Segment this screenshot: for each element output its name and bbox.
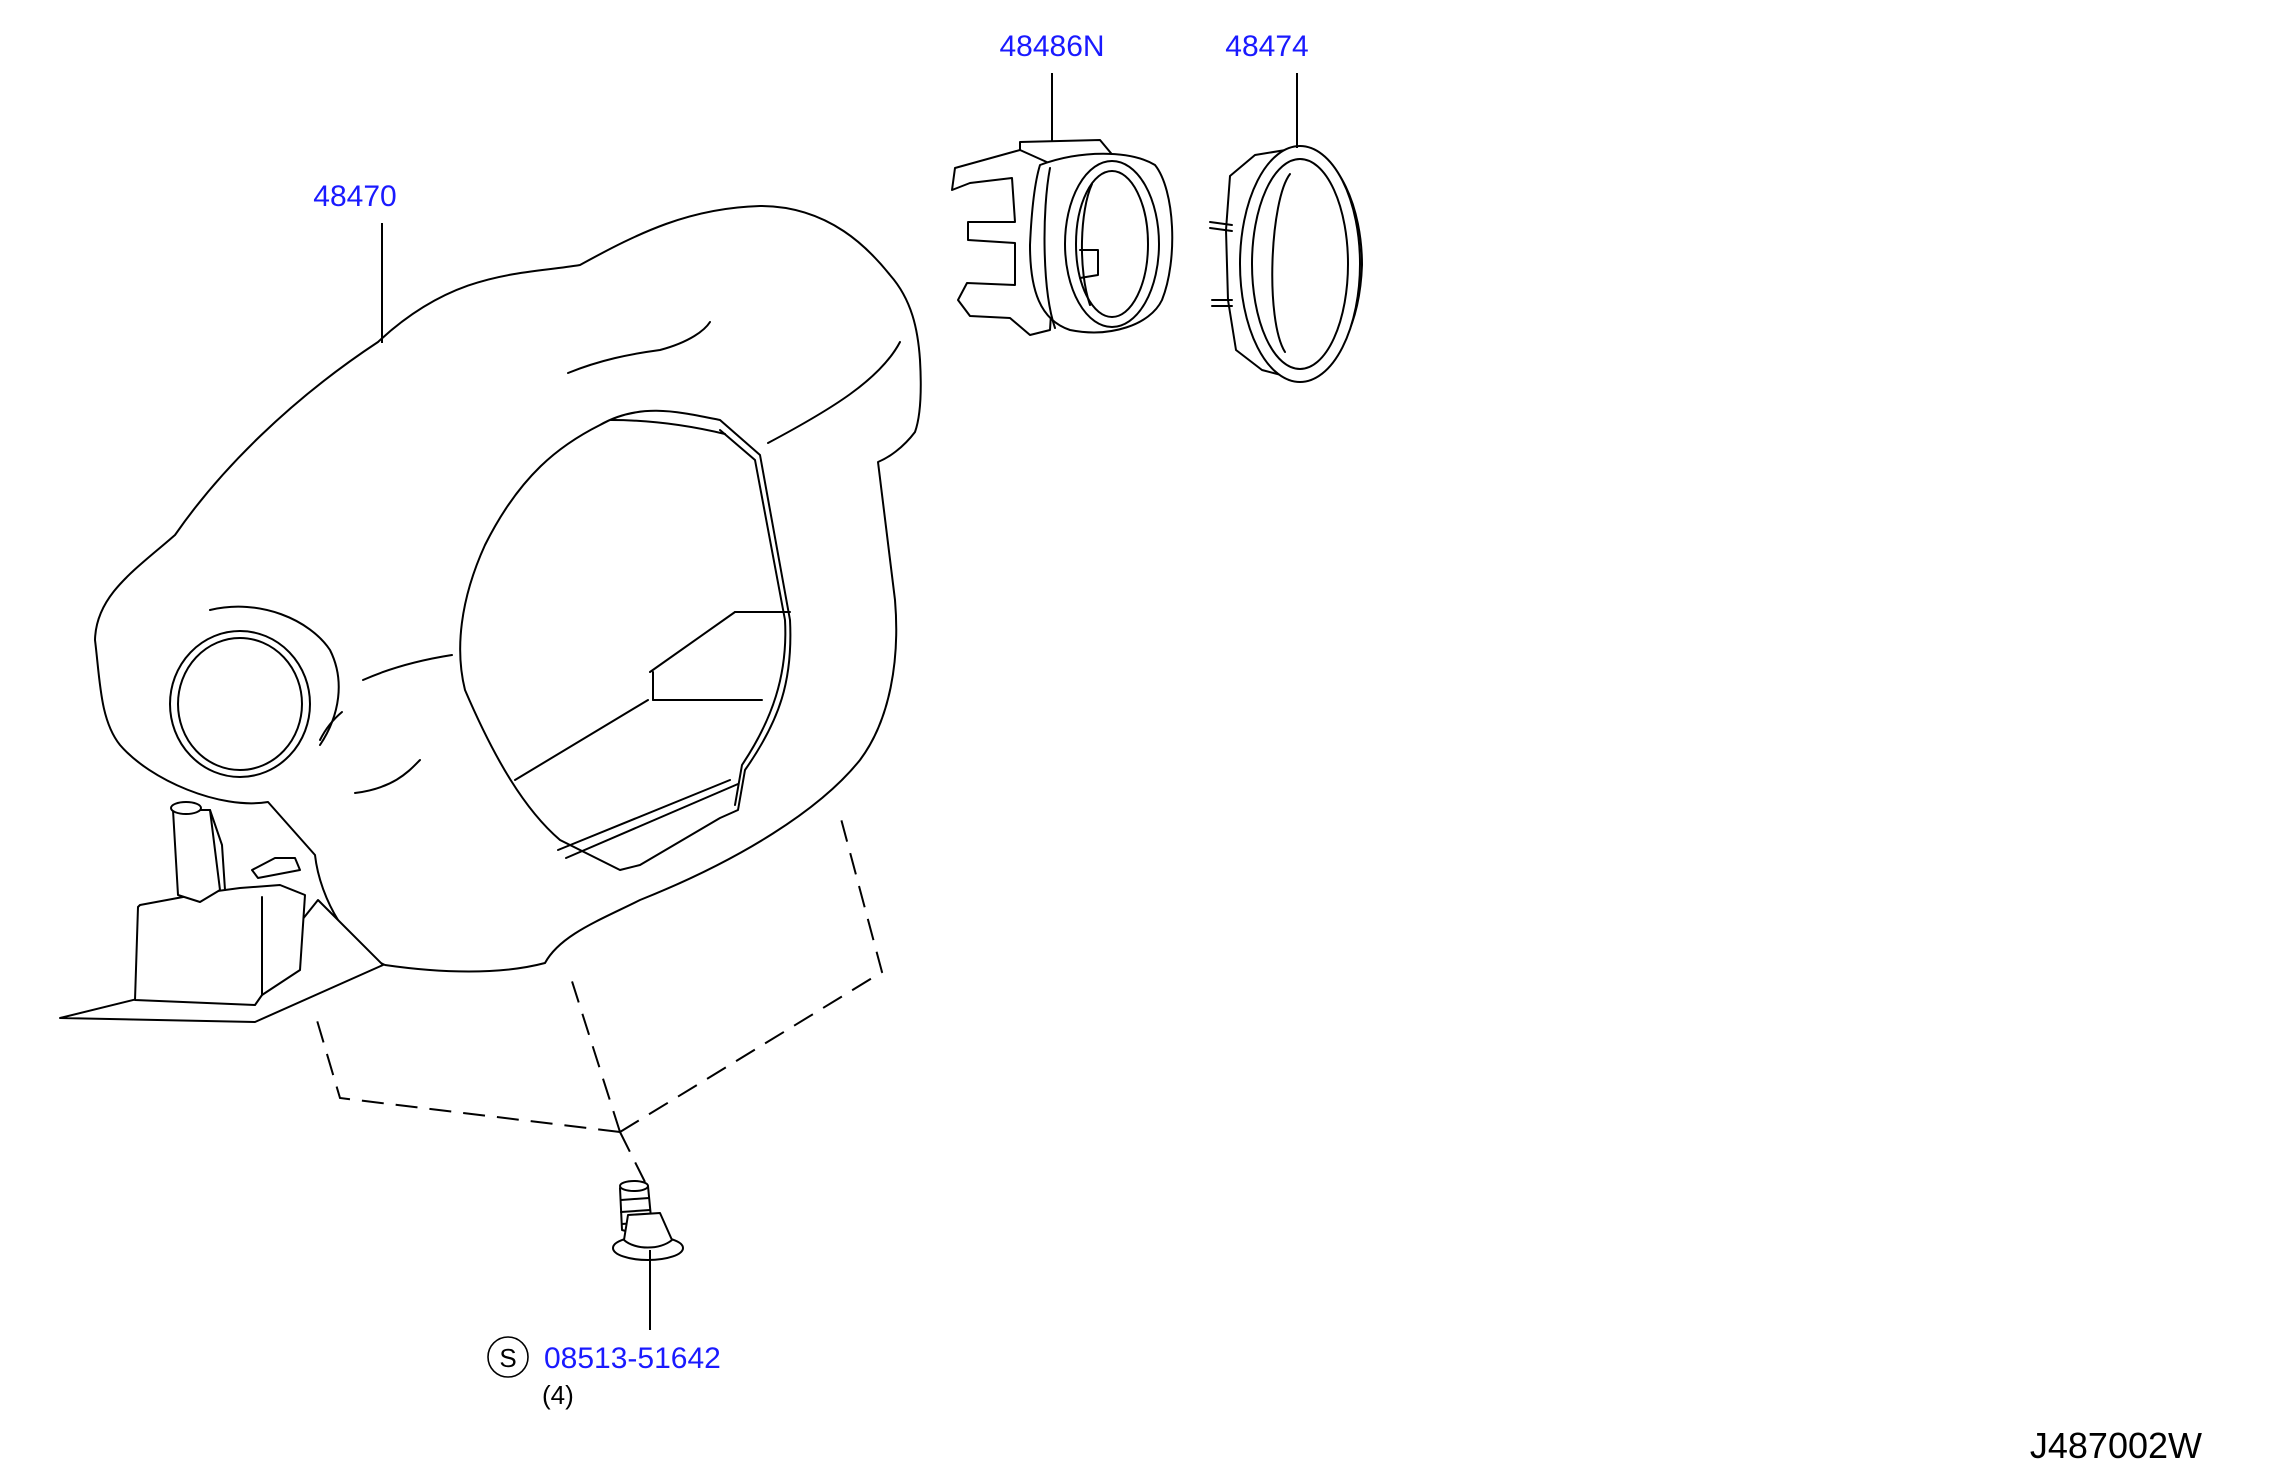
screw-illustration — [612, 1180, 684, 1261]
standard-part-symbol: S — [487, 1336, 529, 1378]
leader-lines — [381, 73, 1298, 1330]
part-number-48474[interactable]: 48474 — [1225, 30, 1308, 63]
bezel-ring-illustration — [1209, 145, 1363, 383]
part-number-48470[interactable]: 48470 — [313, 180, 396, 213]
standard-part-symbol-letter: S — [499, 1343, 516, 1373]
column-cover-illustration — [59, 205, 922, 1023]
lock-collar-illustration — [951, 139, 1174, 336]
quantity-label: (4) — [542, 1380, 574, 1410]
part-number-08513-51642[interactable]: 08513-51642 — [544, 1342, 721, 1375]
part-labels: 48486N 48474 48470 S 08513-51642 (4) J48… — [313, 30, 2202, 1466]
fastener-location-lines — [315, 814, 884, 1183]
figure-code: J487002W — [2030, 1425, 2202, 1466]
part-number-48486N[interactable]: 48486N — [999, 30, 1104, 63]
